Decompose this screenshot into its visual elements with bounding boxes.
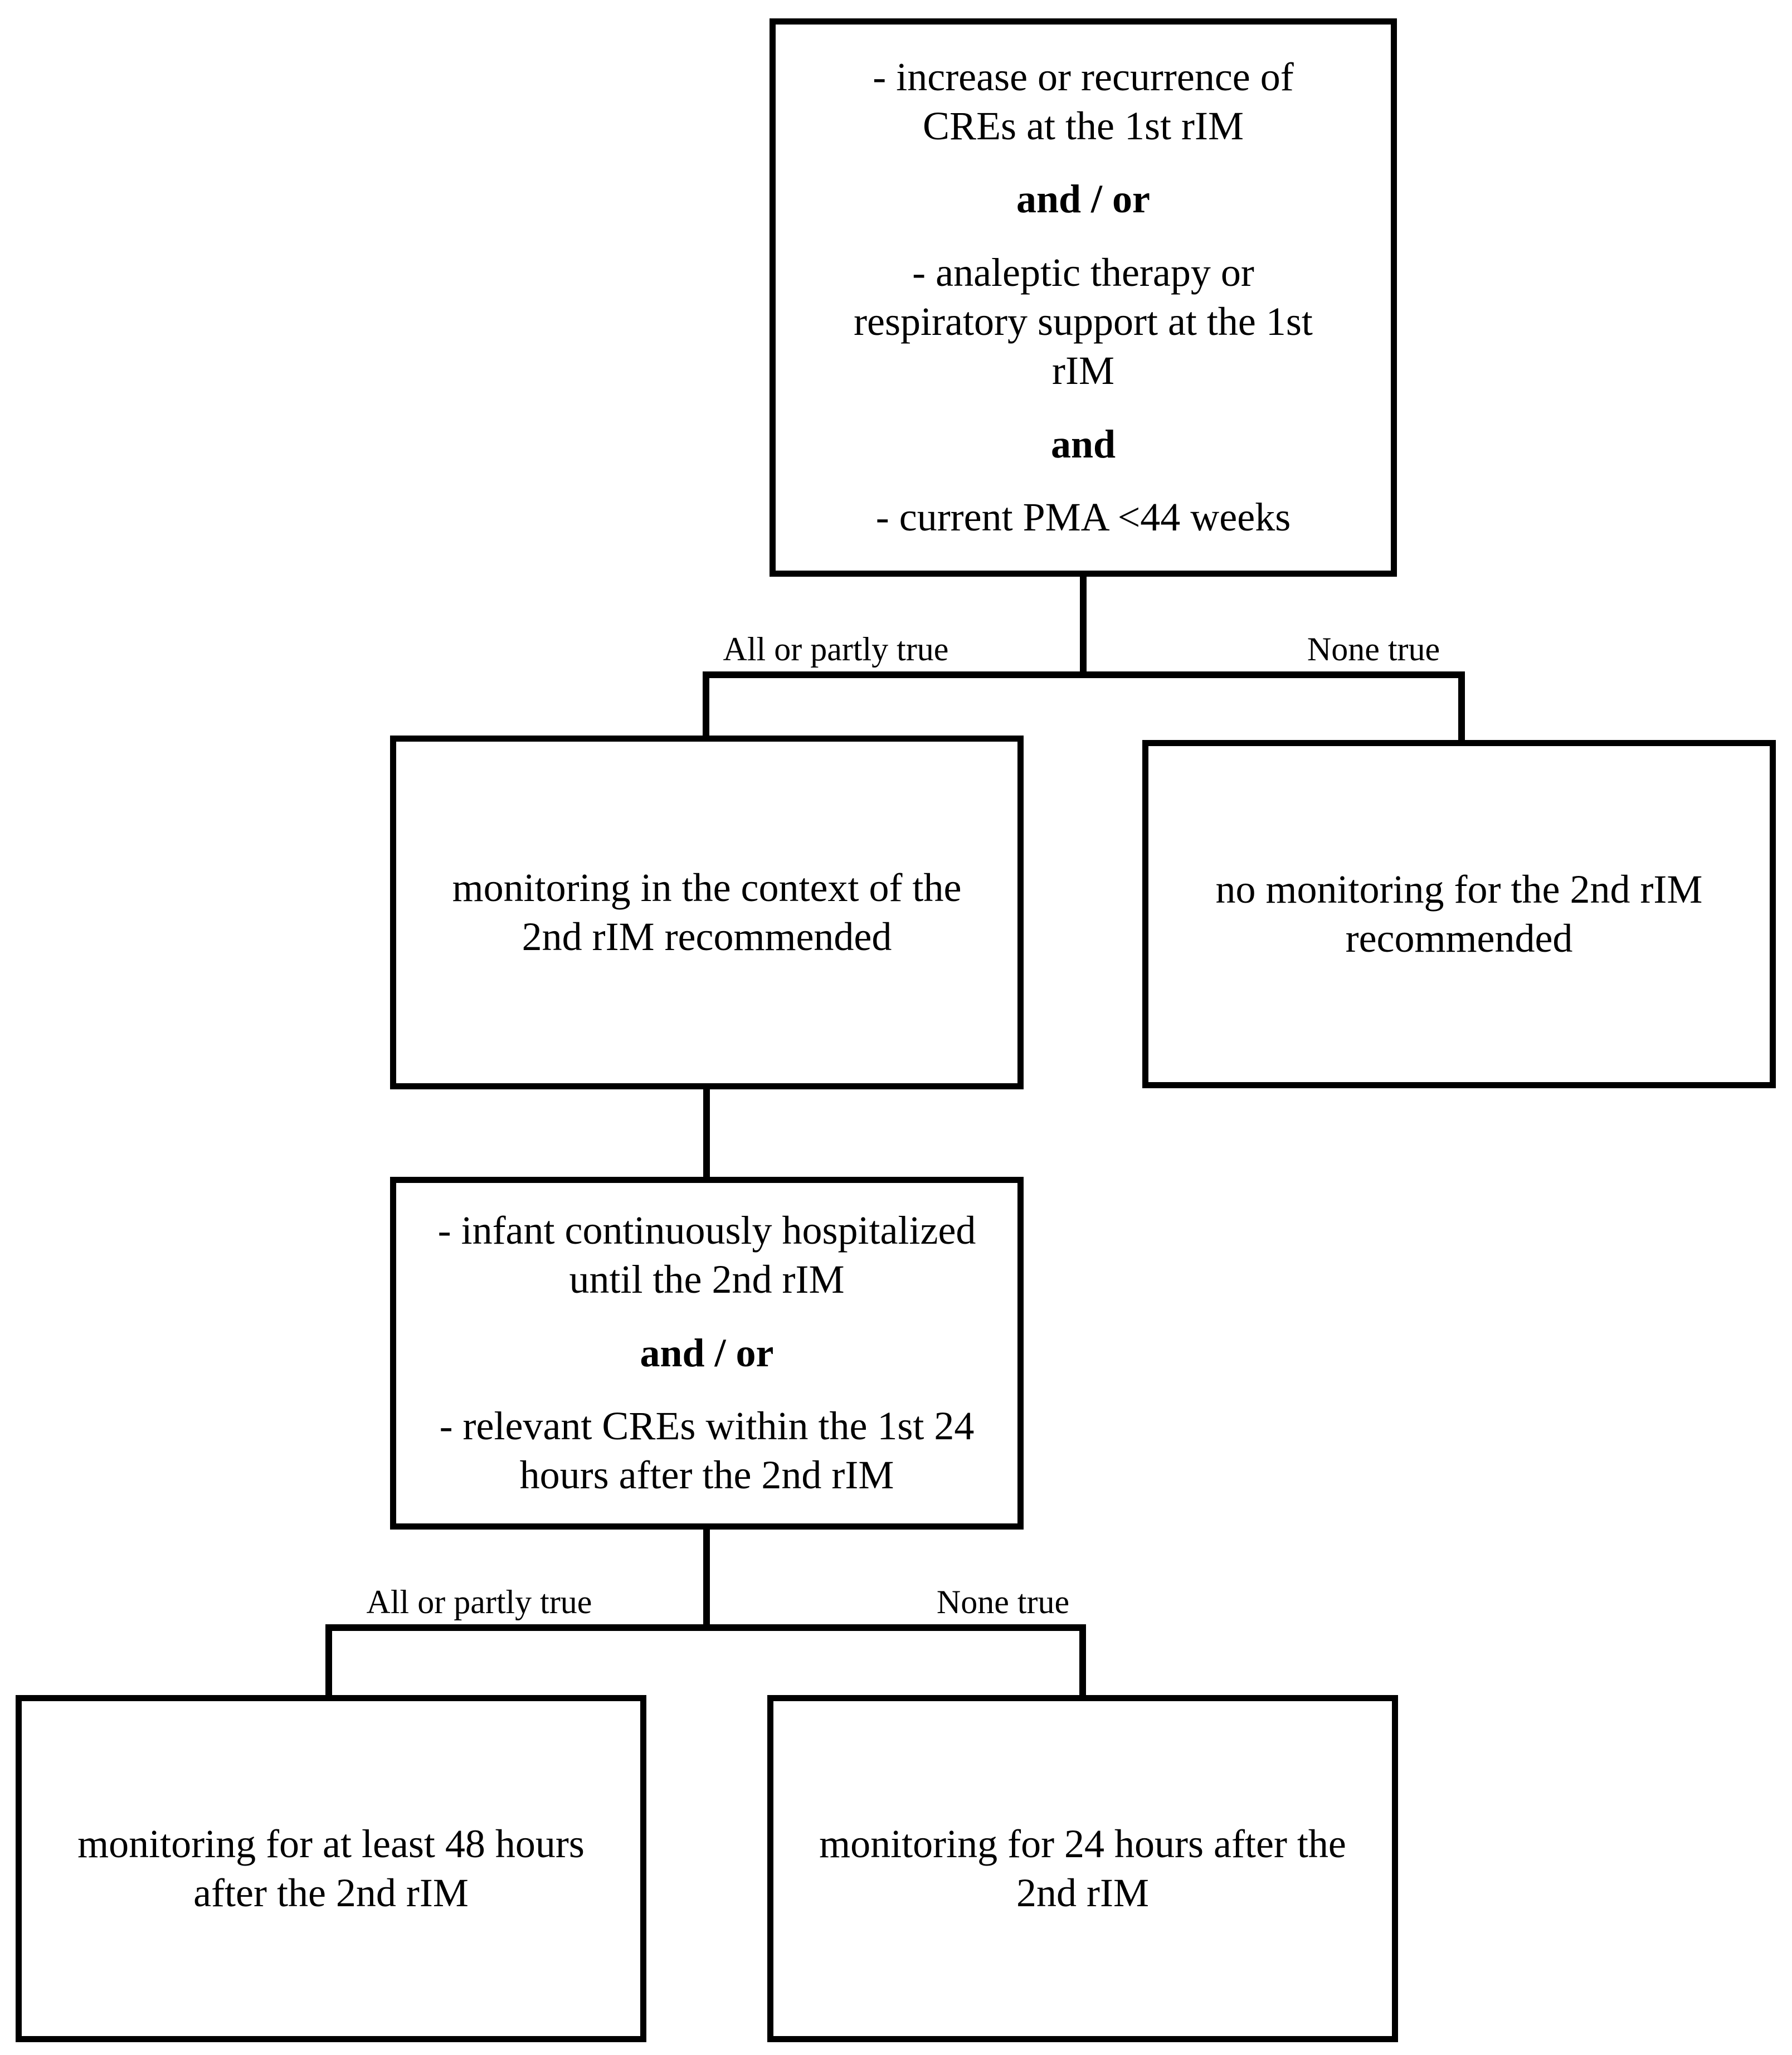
connector1-horizontal-line xyxy=(703,671,1465,678)
condition1-box: - increase or recurrence of CREs at the … xyxy=(770,18,1397,577)
connector3-horizontal-line xyxy=(325,1624,1086,1631)
branch2-right-label: None true xyxy=(936,1584,1070,1620)
connector1-right-drop-line xyxy=(1458,671,1465,748)
condition1-operator-and-or: and / or xyxy=(1016,177,1151,222)
condition1-operator-and: and xyxy=(1050,421,1116,466)
monitoring-24h-box: monitoring for 24 hours after the 2nd rI… xyxy=(767,1695,1398,2042)
condition2-item1: - infant continuously hospitalized until… xyxy=(437,1207,976,1302)
monitoring-context-box: monitoring in the context of the 2nd rIM… xyxy=(390,736,1024,1089)
condition1-item1: - increase or recurrence of CREs at the … xyxy=(873,54,1294,148)
condition2-box: - infant continuously hospitalized until… xyxy=(390,1177,1024,1530)
connector3-right-drop-line xyxy=(1079,1624,1086,1697)
connector1-stem-line xyxy=(1080,571,1087,678)
monitoring-24h-text: monitoring for 24 hours after the 2nd rI… xyxy=(819,1821,1346,1915)
branch1-right-label: None true xyxy=(1307,631,1440,668)
branch2-left-label: All or partly true xyxy=(366,1584,592,1620)
monitoring-48h-box: monitoring for at least 48 hours after t… xyxy=(16,1695,646,2042)
condition2-item2: - relevant CREs within the 1st 24 hours … xyxy=(439,1404,975,1498)
connector2-stem-line xyxy=(703,1087,710,1179)
branch1-left-label: All or partly true xyxy=(723,631,949,668)
connector3-left-drop-line xyxy=(325,1624,332,1697)
monitoring-48h-text: monitoring for at least 48 hours after t… xyxy=(77,1821,585,1915)
connector1-left-drop-line xyxy=(703,671,709,742)
no-monitoring-text: no monitoring for the 2nd rIM recommende… xyxy=(1215,866,1703,961)
condition1-item3: - current PMA <44 weeks xyxy=(875,495,1291,540)
condition2-operator-and-or: and / or xyxy=(640,1330,774,1375)
monitoring-context-text: monitoring in the context of the 2nd rIM… xyxy=(452,865,962,959)
no-monitoring-box: no monitoring for the 2nd rIM recommende… xyxy=(1142,740,1776,1088)
condition1-item2: - analeptic therapy or respiratory suppo… xyxy=(854,250,1313,393)
connector3-stem-line xyxy=(703,1527,710,1631)
